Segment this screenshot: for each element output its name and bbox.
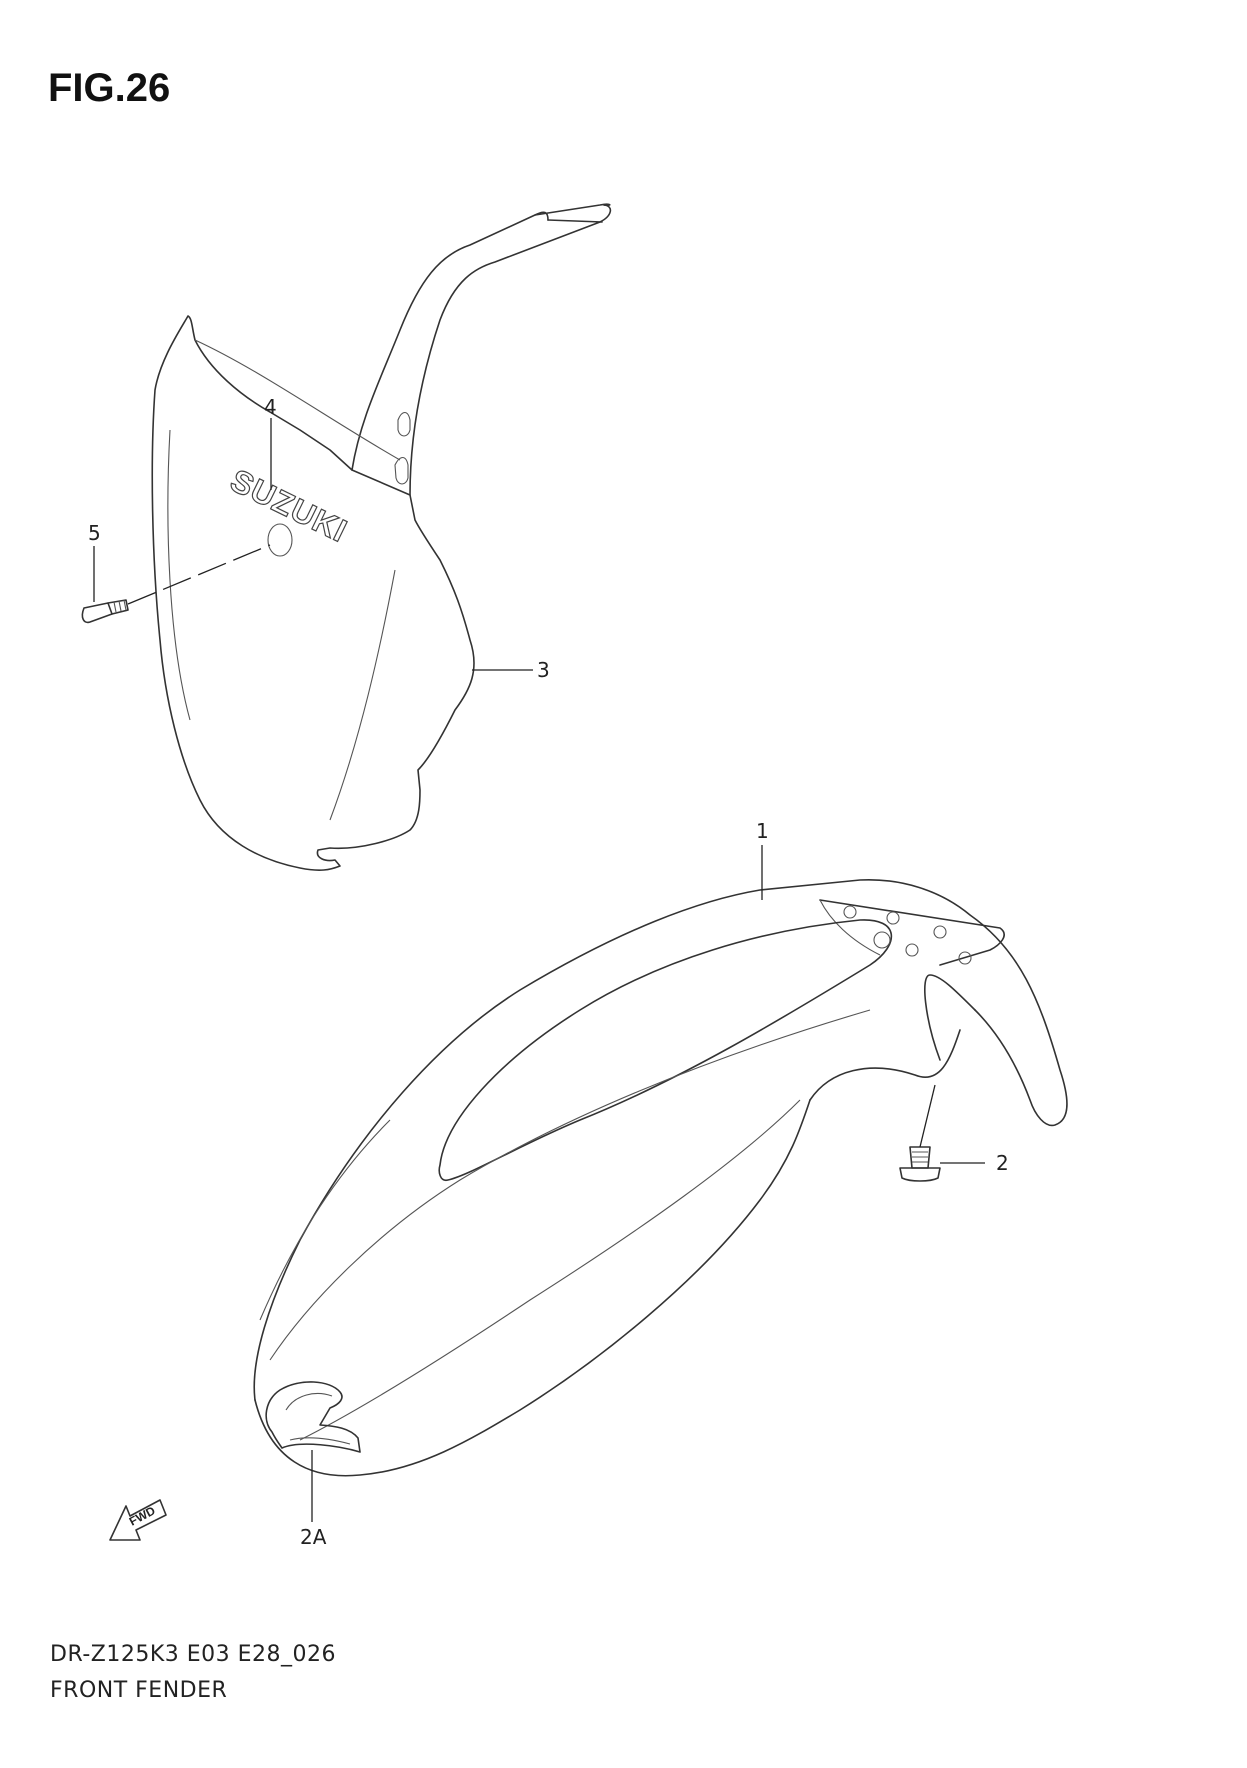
model-code: DR-Z125K3 E03 E28_026 — [50, 1642, 337, 1667]
number-plate-drawing: SUZUKI — [151, 203, 612, 871]
plate-suzuki-logo: SUZUKI — [225, 462, 353, 549]
callout-5: 5 — [88, 521, 101, 545]
callout-4: 4 — [264, 395, 277, 419]
callout-2: 2 — [996, 1151, 1009, 1175]
fwd-arrow-icon: FWD — [109, 1499, 167, 1541]
bolt-drawing — [899, 1084, 941, 1182]
screw-drawing — [81, 544, 271, 624]
section-name: FRONT FENDER — [50, 1678, 228, 1703]
callout-3: 3 — [537, 658, 550, 682]
front-fender-drawing — [253, 879, 1068, 1477]
callout-1: 1 — [756, 819, 769, 843]
svg-text:FWD: FWD — [127, 1503, 158, 1528]
callout-2a: 2A — [300, 1525, 327, 1549]
figure-title: FIG.26 — [48, 66, 171, 110]
